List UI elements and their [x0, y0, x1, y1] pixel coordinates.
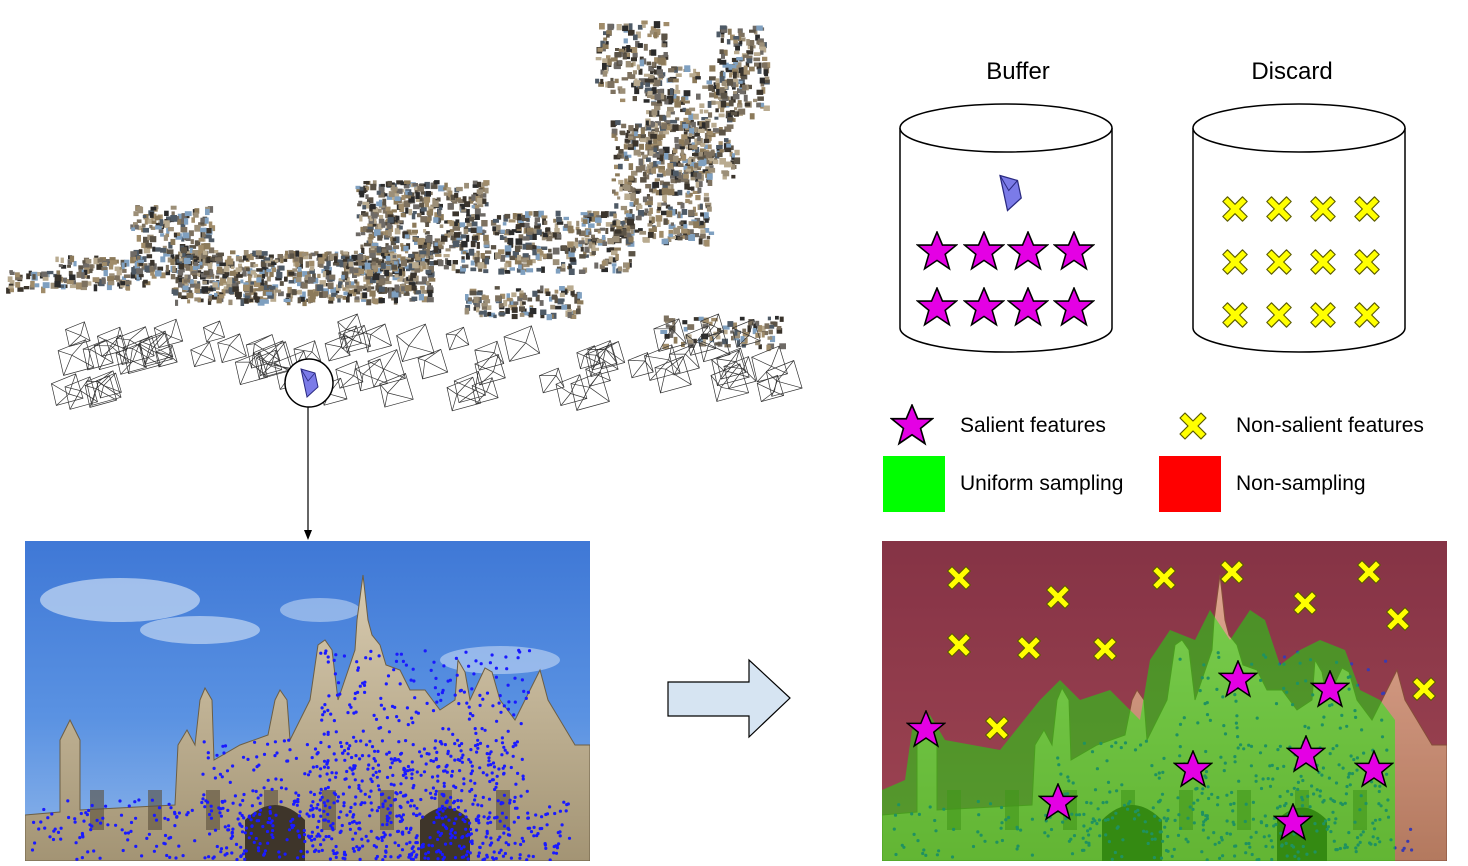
non-salient-x-icon — [1179, 412, 1207, 440]
legend-non-sampling-label: Non-sampling — [1236, 472, 1366, 495]
camera-trajectory — [50, 313, 803, 412]
query-arrow — [304, 407, 312, 540]
point-cloud-reconstruction — [6, 20, 786, 352]
legend: Salient features Non-salient features Un… — [883, 404, 1424, 512]
non-sampling-swatch — [1159, 456, 1221, 512]
legend-non-salient-label: Non-salient features — [1236, 414, 1424, 437]
legend-uniform-label: Uniform sampling — [960, 472, 1123, 495]
discard-title: Discard — [1251, 58, 1332, 85]
query-image-keypoints — [25, 541, 590, 861]
sampled-image — [882, 541, 1447, 861]
legend-salient-label: Salient features — [960, 414, 1106, 437]
process-arrow — [667, 658, 791, 739]
salient-star-icon — [890, 404, 934, 445]
buffer-cylinder — [899, 103, 1113, 353]
discard-cylinder — [1192, 103, 1406, 353]
buffer-title: Buffer — [986, 58, 1050, 85]
uniform-sampling-swatch — [883, 456, 945, 512]
query-camera-highlight — [284, 358, 334, 408]
